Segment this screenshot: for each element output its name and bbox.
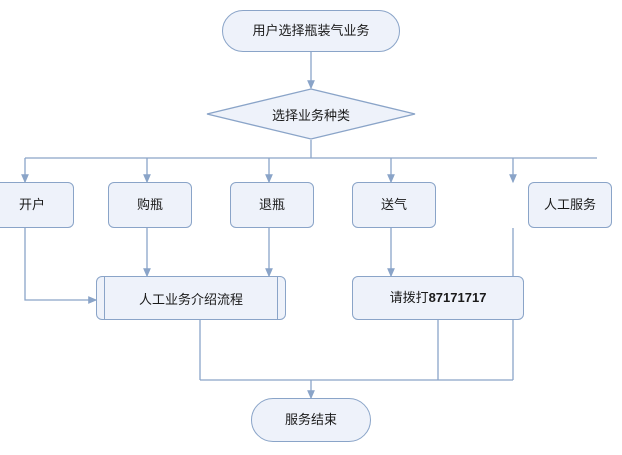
option-box-rengong-fuwu[interactable]: 人工服务 (528, 182, 612, 228)
process-node-manual-intro: 人工业务介绍流程 (96, 276, 286, 320)
decision-node: 选择业务种类 (206, 88, 416, 140)
end-node-label: 服务结束 (284, 412, 337, 428)
option-box-songqi[interactable]: 送气 (352, 182, 436, 228)
end-node: 服务结束 (251, 398, 371, 442)
predef-left-bar (104, 276, 105, 320)
phone-node: 请拨打87171717 (352, 276, 524, 320)
start-node: 用户选择瓶装气业务 (222, 10, 400, 52)
option-box-goupimg[interactable]: 购瓶 (108, 182, 192, 228)
option-label-rengong-fuwu: 人工服务 (543, 197, 596, 213)
option-label-tuiping: 退瓶 (258, 197, 285, 213)
option-box-kaihu[interactable]: 开户 (0, 182, 74, 228)
option-label-goupimg: 购瓶 (136, 197, 163, 213)
phone-node-label: 请拨打87171717 (386, 290, 491, 306)
phone-prefix: 请拨打 (389, 290, 429, 306)
option-label-songqi: 送气 (380, 197, 407, 213)
process-node-label: 人工业务介绍流程 (138, 291, 243, 307)
phone-number: 87171717 (428, 290, 487, 306)
option-box-tuiping[interactable]: 退瓶 (230, 182, 314, 228)
decision-node-label: 选择业务种类 (271, 107, 350, 123)
predef-right-bar (277, 276, 278, 320)
start-node-label: 用户选择瓶装气业务 (252, 23, 370, 39)
option-label-kaihu: 开户 (18, 197, 45, 213)
